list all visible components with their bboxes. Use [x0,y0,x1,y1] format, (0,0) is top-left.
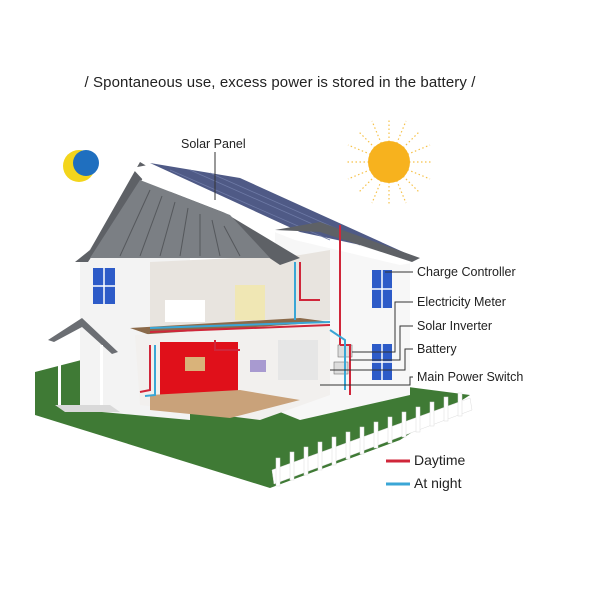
daytime-wiring [139,225,351,395]
porch-roof [48,318,118,354]
night-wiring [144,262,346,397]
window [372,344,392,380]
sun-icon [345,118,433,206]
window [372,270,392,308]
label-charge-controller: Charge Controller [417,265,516,279]
label-solar-panel: Solar Panel [181,137,246,151]
label-main-power-switch: Main Power Switch [417,370,524,384]
window [93,268,115,304]
label-battery: Battery [417,342,457,356]
moon-icon [63,150,99,182]
picket-fence [271,392,473,487]
callout-lines [214,152,413,386]
label-electricity-meter: Electricity Meter [417,295,506,309]
page-title: / Spontaneous use, excess power is store… [84,74,476,91]
label-solar-inverter: Solar Inverter [417,319,493,333]
legend-daytime: Daytime [414,452,466,468]
legend-at-night: At night [414,475,462,491]
